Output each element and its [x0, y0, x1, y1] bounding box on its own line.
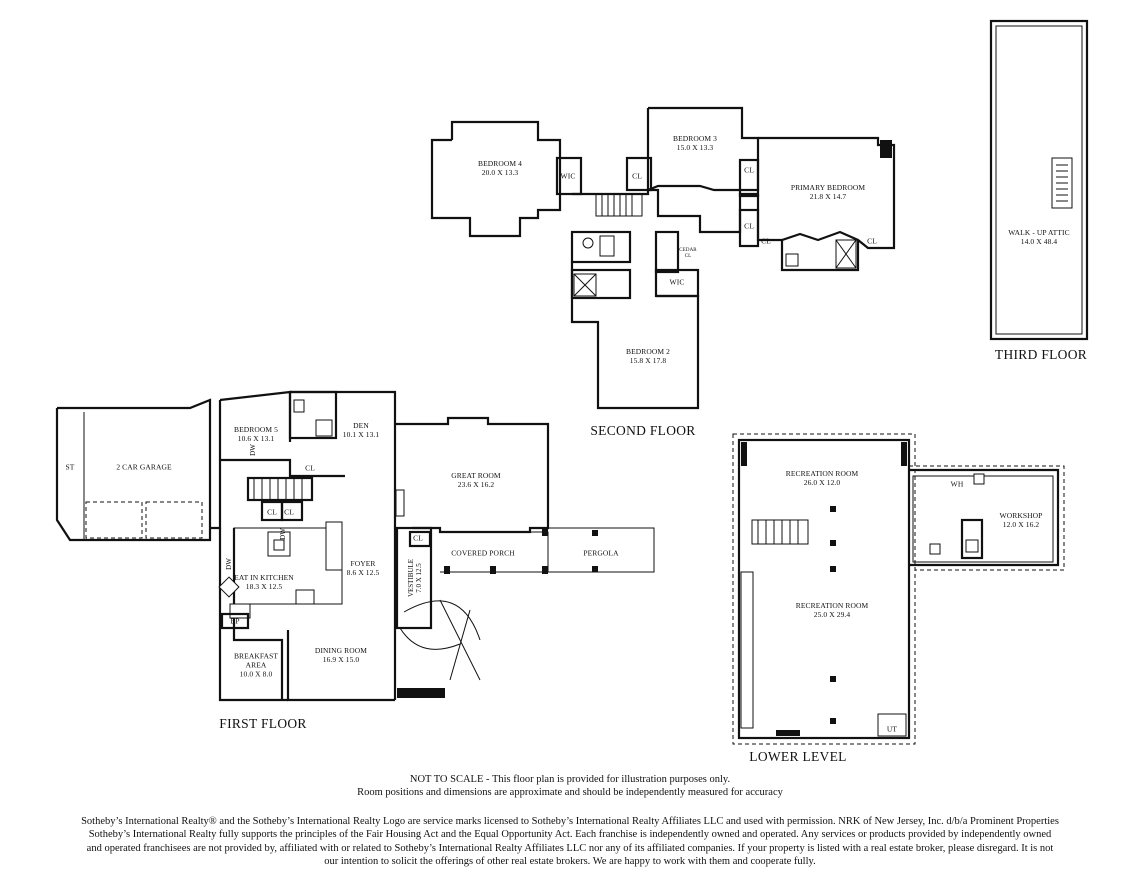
- room-size: 10.1 X 13.1: [342, 430, 380, 439]
- room-size: 15.0 X 13.3: [676, 143, 714, 152]
- room-size: 10.6 X 13.1: [237, 434, 275, 443]
- room-label-utility: UT: [886, 724, 898, 734]
- legal-line-1: Sotheby’s International Realty® and the …: [81, 816, 1059, 827]
- room-label-bedroom2: BEDROOM 2 15.8 X 17.8: [626, 347, 670, 365]
- legal-line-4: our intention to solicit the offerings o…: [324, 856, 816, 868]
- room-name: RECREATION ROOM: [795, 601, 869, 610]
- room-name: PRIMARY BEDROOM: [790, 183, 866, 192]
- room-size: 8.6 X 12.5: [346, 568, 380, 577]
- closet-label-cl-primary-1: CL: [744, 165, 754, 175]
- room-label-garage: 2 CAR GARAGE: [116, 462, 172, 472]
- room-name: BEDROOM 4: [477, 159, 523, 168]
- room-label-dining-room: DINING ROOM 16.9 X 15.0: [315, 646, 367, 664]
- room-size: 20.0 X 13.3: [481, 168, 519, 177]
- attic-stairs: [1056, 164, 1068, 202]
- room-size: 14.0 X 48.4: [1020, 237, 1058, 246]
- room-size: 15.8 X 17.8: [629, 356, 667, 365]
- closet-label-cl-hall-2: CL: [284, 507, 294, 517]
- room-label-bp: BP: [230, 616, 240, 626]
- room-name: DINING ROOM: [314, 646, 368, 655]
- closet-label-wic-bedroom2: WIC: [669, 277, 685, 287]
- room-name: BEDROOM 3: [672, 134, 718, 143]
- closet-label-cl-hall-1: CL: [267, 507, 277, 517]
- room-label-kitchen: EAT IN KITCHEN 18.3 X 12.5: [234, 573, 294, 591]
- room-size: 12.0 X 16.2: [1002, 520, 1040, 529]
- appliance-label-dw-kitchen: DW: [225, 558, 233, 570]
- room-label-covered-porch: COVERED PORCH: [451, 548, 515, 558]
- room-label-den: DEN 10.1 X 13.1: [343, 421, 380, 439]
- room-label-bedroom4: BEDROOM 4 20.0 X 13.3: [478, 159, 522, 177]
- room-size: 10.0 X 8.0: [239, 669, 273, 679]
- appliance-label-dw-bedroom: DW: [249, 444, 257, 456]
- cedar-line2: CL: [684, 254, 692, 259]
- appliance-label-dw-island: DW: [279, 528, 287, 540]
- room-label-primary-bedroom: PRIMARY BEDROOM 21.8 X 14.7: [791, 183, 865, 201]
- room-size: 21.8 X 14.7: [809, 192, 847, 201]
- room-name: VESTIBULE: [407, 558, 415, 598]
- cedar-line1: CEDAR: [679, 248, 697, 253]
- room-name: WORKSHOP: [999, 511, 1043, 520]
- room-label-pergola: PERGOLA: [583, 548, 619, 558]
- room-name: FOYER: [350, 559, 376, 568]
- room-name-line1: BREAKFAST: [233, 651, 279, 661]
- closet-label-cedar: CEDAR CL: [679, 248, 696, 260]
- room-label-great-room: GREAT ROOM 23.6 X 16.2: [451, 471, 500, 489]
- first-floor-title: FIRST FLOOR: [219, 716, 307, 731]
- room-size: 16.9 X 15.0: [322, 655, 360, 664]
- room-size: 25.0 X 29.4: [813, 610, 851, 619]
- second-floor-walls: [430, 106, 896, 410]
- room-name: DEN: [353, 421, 369, 430]
- third-floor-walls: [989, 19, 1089, 341]
- room-label-bedroom5: BEDROOM 5 10.6 X 13.1: [234, 425, 278, 443]
- first-floor-walls: [55, 390, 655, 702]
- closet-label-wic-bedroom4: WIC: [560, 171, 576, 181]
- third-floor-title: THIRD FLOOR: [994, 347, 1088, 362]
- room-name: BEDROOM 2: [625, 347, 671, 356]
- disclaimer-line-1: NOT TO SCALE - This floor plan is provid…: [409, 774, 731, 785]
- room-name: WALK - UP ATTIC: [1008, 228, 1070, 237]
- disclaimer-line-2: Room positions and dimensions are approx…: [357, 787, 783, 798]
- lower-level-walls: [732, 433, 1065, 745]
- room-name: GREAT ROOM: [451, 471, 501, 480]
- room-size: 7.0 X 12.5: [415, 563, 423, 593]
- room-label-water-heater: WH: [950, 479, 964, 489]
- second-floor-title: SECOND FLOOR: [590, 423, 696, 438]
- closet-label-cl-bedroom3: CL: [632, 171, 642, 181]
- closet-label-cl-primary-4: CL: [867, 236, 877, 246]
- room-size: 26.0 X 12.0: [803, 478, 841, 487]
- closet-label-cl-den: CL: [305, 463, 315, 473]
- legal-line-3: and operated franchisees are not provide…: [86, 842, 1054, 854]
- lower-level-title: LOWER LEVEL: [749, 749, 847, 764]
- room-label-recreation-room-1: RECREATION ROOM 26.0 X 12.0: [786, 469, 859, 487]
- room-label-storage: ST: [65, 462, 75, 472]
- room-name: RECREATION ROOM: [785, 469, 859, 478]
- room-name-line2: AREA: [245, 660, 267, 670]
- room-label-breakfast-area: BREAKFAST AREA 10.0 X 8.0: [234, 652, 278, 679]
- room-name: BEDROOM 5: [233, 425, 279, 434]
- legal-notice: Sotheby’s International Realty® and the …: [0, 815, 1140, 869]
- room-label-bedroom3: BEDROOM 3 15.0 X 13.3: [673, 134, 717, 152]
- closet-label-cl-primary-2: CL: [744, 221, 754, 231]
- legal-line-2: Sotheby’s International Realty fully sup…: [88, 829, 1052, 841]
- room-label-vestibule: VESTIBULE 7.0 X 12.5: [407, 559, 423, 597]
- room-size: 23.6 X 16.2: [457, 480, 495, 489]
- room-label-workshop: WORKSHOP 12.0 X 16.2: [1000, 511, 1043, 529]
- room-label-recreation-room-2: RECREATION ROOM 25.0 X 29.4: [796, 601, 869, 619]
- closet-label-cl-primary-3: CL: [761, 236, 771, 246]
- closet-label-cl-vestibule: CL: [413, 533, 423, 543]
- room-name: EAT IN KITCHEN: [234, 573, 294, 582]
- room-label-attic: WALK - UP ATTIC 14.0 X 48.4: [1008, 228, 1069, 246]
- room-label-foyer: FOYER 8.6 X 12.5: [347, 559, 380, 577]
- scale-disclaimer: NOT TO SCALE - This floor plan is provid…: [0, 773, 1140, 799]
- room-size: 18.3 X 12.5: [245, 582, 283, 591]
